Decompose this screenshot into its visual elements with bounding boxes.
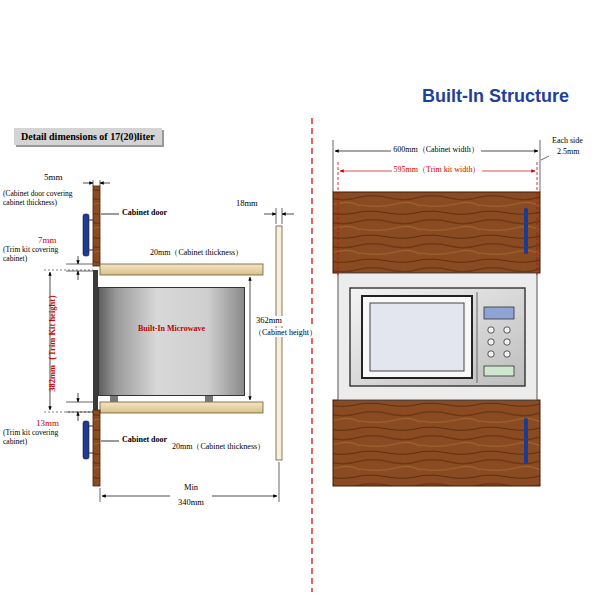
dimension-note: (Cabinet door covering cabinet thickness… <box>3 190 91 207</box>
node-text: Built-In Microwave <box>99 324 244 333</box>
dimension-value: 7mm <box>38 235 57 245</box>
dimension-value: 595mm（Trim kit width） <box>392 165 483 174</box>
dimension-value: 13mm <box>36 418 59 428</box>
dimension-value: 600mm（Cabinet width） <box>391 145 481 154</box>
dimension-value: 340mm <box>178 498 204 508</box>
dimension-note: Each side <box>552 136 583 145</box>
dimension-note: （Cabinet height） <box>252 328 319 337</box>
node-text: Detail dimensions of 17(20)liter <box>21 131 155 142</box>
page-title: Built-In Structure <box>422 86 569 107</box>
part-name: Cabinet door <box>122 435 167 444</box>
dimension-value: 382mm（Trim Kit height） <box>48 290 58 392</box>
dimension-value: 20mm（Cabinet thickness） <box>150 248 243 257</box>
dimension-note: (Trim kit covering cabinet) <box>3 246 65 263</box>
dimension-value: 5mm <box>44 172 63 182</box>
dimension-value: 2.5mm <box>557 147 579 156</box>
part-name: Cabinet door <box>122 208 167 217</box>
dimension-value: 20mm（Cabinet thickness） <box>172 442 265 451</box>
heading-box: Detail dimensions of 17(20)liter <box>14 128 162 145</box>
microwave-body: Built-In Microwave <box>98 287 245 396</box>
dimension-value: 362mm <box>254 316 284 326</box>
dimension-value: Min <box>184 483 198 493</box>
dimension-note: (Trim kit covering cabinet) <box>3 429 65 446</box>
dimension-value: 18mm <box>236 199 258 209</box>
